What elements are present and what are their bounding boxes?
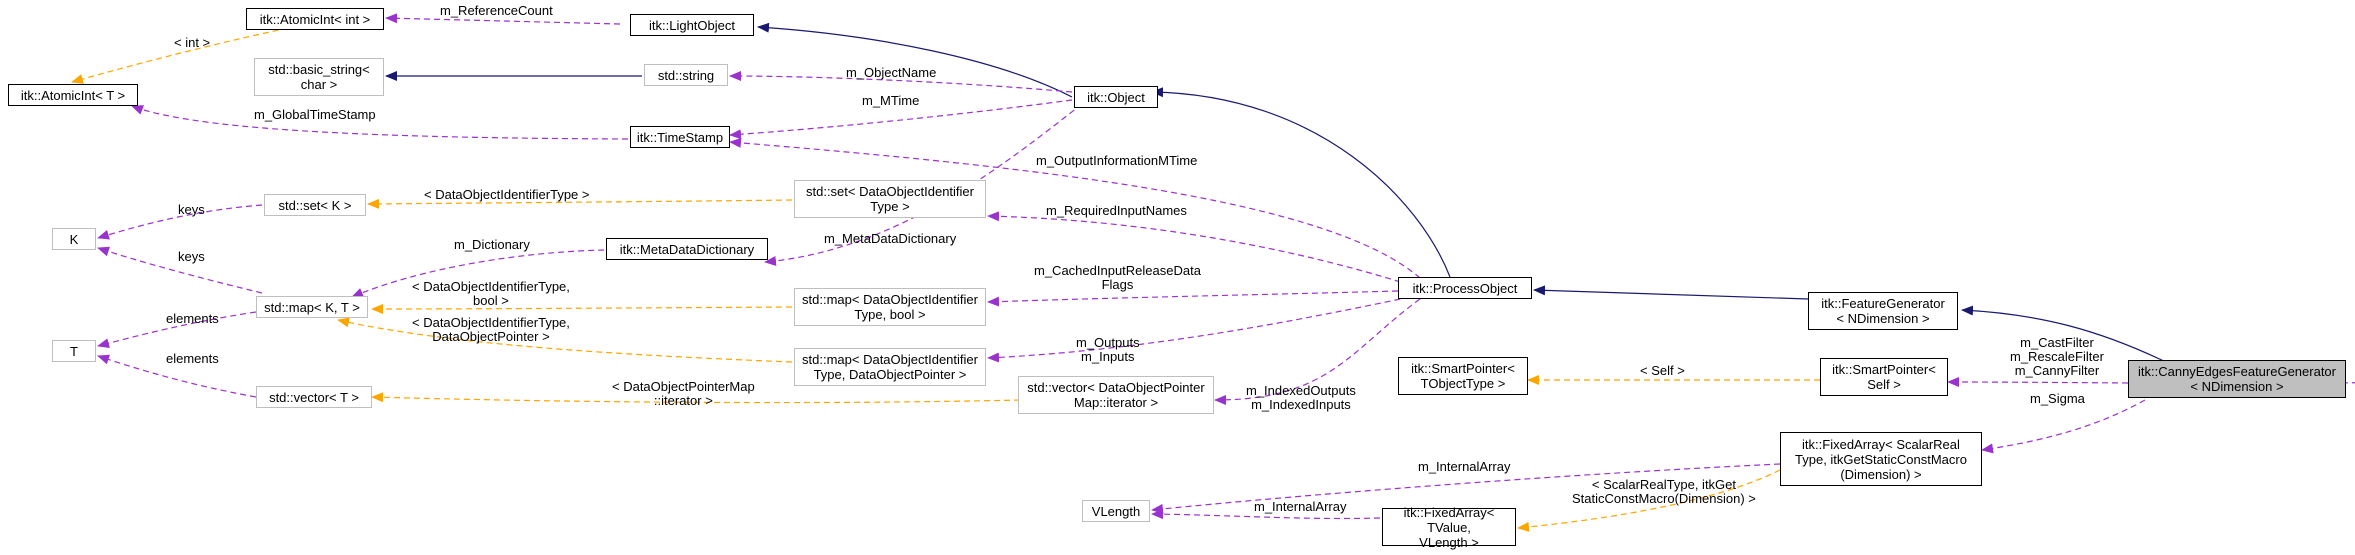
label-m-cachedinputreleasedataflags: m_CachedInputReleaseData Flags: [1034, 263, 1201, 292]
label-m-dictionary: m_Dictionary: [454, 237, 530, 252]
label-keys-map: keys: [178, 249, 205, 264]
edge-map-t: [97, 311, 257, 349]
edge-fixedarray-vlength: [1151, 463, 1781, 514]
node-fixedarray-tvalue[interactable]: itk::FixedArray< TValue, VLength >: [1382, 505, 1516, 550]
edge-object-timestamp: [729, 99, 1073, 140]
node-basic-string[interactable]: std::basic_string< char >: [254, 58, 384, 96]
label-m-indexed: m_IndexedOutputs m_IndexedInputs: [1246, 383, 1356, 412]
node-vector-t[interactable]: std::vector< T >: [256, 386, 372, 408]
label-doi-ptr-template: < DataObjectIdentifierType, DataObjectPo…: [412, 315, 570, 344]
node-k[interactable]: K: [52, 228, 96, 250]
node-atomicint-int[interactable]: itk::AtomicInt< int >: [246, 8, 384, 30]
edge-lightobject-atomicint: [385, 13, 621, 25]
node-t[interactable]: T: [52, 340, 96, 362]
node-smartpointer-tobjecttype[interactable]: itk::SmartPointer< TObjectType >: [1398, 357, 1528, 395]
label-m-mtime: m_MTime: [862, 93, 920, 108]
edge-object-lightobject: [757, 22, 1073, 98]
node-object[interactable]: itk::Object: [1074, 86, 1158, 108]
node-set-doi[interactable]: std::set< DataObjectIdentifier Type >: [794, 180, 986, 218]
label-m-outputs-inputs: m_Outputs m_Inputs: [1076, 335, 1140, 364]
label-m-filters: m_CastFilter m_RescaleFilter m_CannyFilt…: [2010, 335, 2104, 378]
node-map-kt[interactable]: std::map< K, T >: [256, 296, 368, 318]
label-self-template: < Self >: [1640, 363, 1685, 378]
edge-canny-fixedarray: [1981, 399, 2146, 454]
edge-processobject-mapptr: [987, 296, 1411, 363]
edge-vectorptrmap-vector: [371, 392, 1021, 404]
label-keys-setk: keys: [178, 202, 205, 217]
edge-processobject-timestamp: [729, 137, 1421, 279]
label-m-sigma: m_Sigma: [2030, 391, 2085, 406]
node-timestamp[interactable]: itk::TimeStamp: [630, 126, 730, 148]
node-atomicint-t[interactable]: itk::AtomicInt< T >: [8, 84, 138, 106]
edge-fixedarray-tvalue-vlength: [1151, 509, 1381, 520]
label-m-internalarray-fixedarray: m_InternalArray: [1418, 459, 1511, 474]
edge-processobject-setdoi: [987, 211, 1411, 286]
label-dataobjectidentifiertype-template: < DataObjectIdentifierType >: [424, 187, 590, 202]
label-ptrmap-iterator-template: < DataObjectPointerMap ::iterator >: [612, 379, 755, 408]
node-smartpointer-self[interactable]: itk::SmartPointer< Self >: [1820, 358, 1948, 396]
node-set-k[interactable]: std::set< K >: [264, 194, 366, 216]
node-processobject[interactable]: itk::ProcessObject: [1398, 277, 1532, 299]
node-string[interactable]: std::string: [644, 64, 728, 86]
label-doi-bool-template: < DataObjectIdentifierType, bool >: [412, 279, 570, 308]
edge-setk-k: [97, 204, 263, 240]
edge-processobject-object: [1151, 87, 1451, 278]
label-elements-vector: elements: [166, 351, 219, 366]
edge-processobject-vectorptrmap: [1214, 298, 1421, 405]
label-m-outputinformationmtime: m_OutputInformationMTime: [1036, 153, 1198, 168]
label-int-template: < int >: [174, 35, 211, 50]
node-vector-ptrmap[interactable]: std::vector< DataObjectPointer Map::iter…: [1018, 376, 1214, 414]
node-fixedarray-scalarrealtype[interactable]: itk::FixedArray< ScalarReal Type, itkGet…: [1780, 432, 1982, 486]
label-scalarrealtype-template: < ScalarRealType, itkGet StaticConstMacr…: [1572, 477, 1756, 506]
edge-setdoi-setk: [367, 198, 793, 209]
label-m-globaltimestamp: m_GlobalTimeStamp: [254, 107, 376, 122]
edge-mapbool-map: [371, 303, 793, 314]
node-map-doi-bool[interactable]: std::map< DataObjectIdentifier Type, boo…: [794, 288, 986, 326]
node-map-doi-ptr[interactable]: std::map< DataObjectIdentifier Type, Dat…: [794, 348, 986, 386]
label-m-objectname: m_ObjectName: [846, 65, 937, 80]
edge-atomicint-t-int: [71, 25, 299, 84]
edge-featuregen-processobject: [1533, 285, 1809, 300]
label-elements-map: elements: [166, 311, 219, 326]
label-m-metadatadictionary: m_MetaDataDictionary: [824, 231, 957, 246]
edge-vector-t: [97, 354, 257, 398]
edge-timestamp-atomicint-t: [131, 105, 629, 140]
label-m-internalarray-tvalue: m_InternalArray: [1254, 499, 1347, 514]
edge-fixedarray-scalar-tvalue: [1517, 469, 1781, 532]
label-m-referencecount: m_ReferenceCount: [440, 3, 553, 18]
node-metadatadictionary[interactable]: itk::MetaDataDictionary: [606, 238, 768, 260]
node-featuregenerator[interactable]: itk::FeatureGenerator < NDimension >: [1808, 292, 1958, 330]
edge-canny-featuregen: [1961, 305, 2171, 365]
edge-object-string: [729, 71, 1073, 93]
node-vlength[interactable]: VLength: [1082, 500, 1150, 522]
edge-map-k: [97, 246, 263, 294]
edge-processobject-mapbool: [987, 290, 1399, 307]
node-lightobject[interactable]: itk::LightObject: [630, 14, 754, 36]
edge-metadatadictionary-map: [351, 249, 605, 298]
label-m-requiredinputnames: m_RequiredInputNames: [1046, 203, 1187, 218]
node-canny-edges-feature-generator[interactable]: itk::CannyEdgesFeatureGenerator < NDimen…: [2128, 360, 2346, 398]
edge-mapptr-map: [337, 317, 793, 363]
